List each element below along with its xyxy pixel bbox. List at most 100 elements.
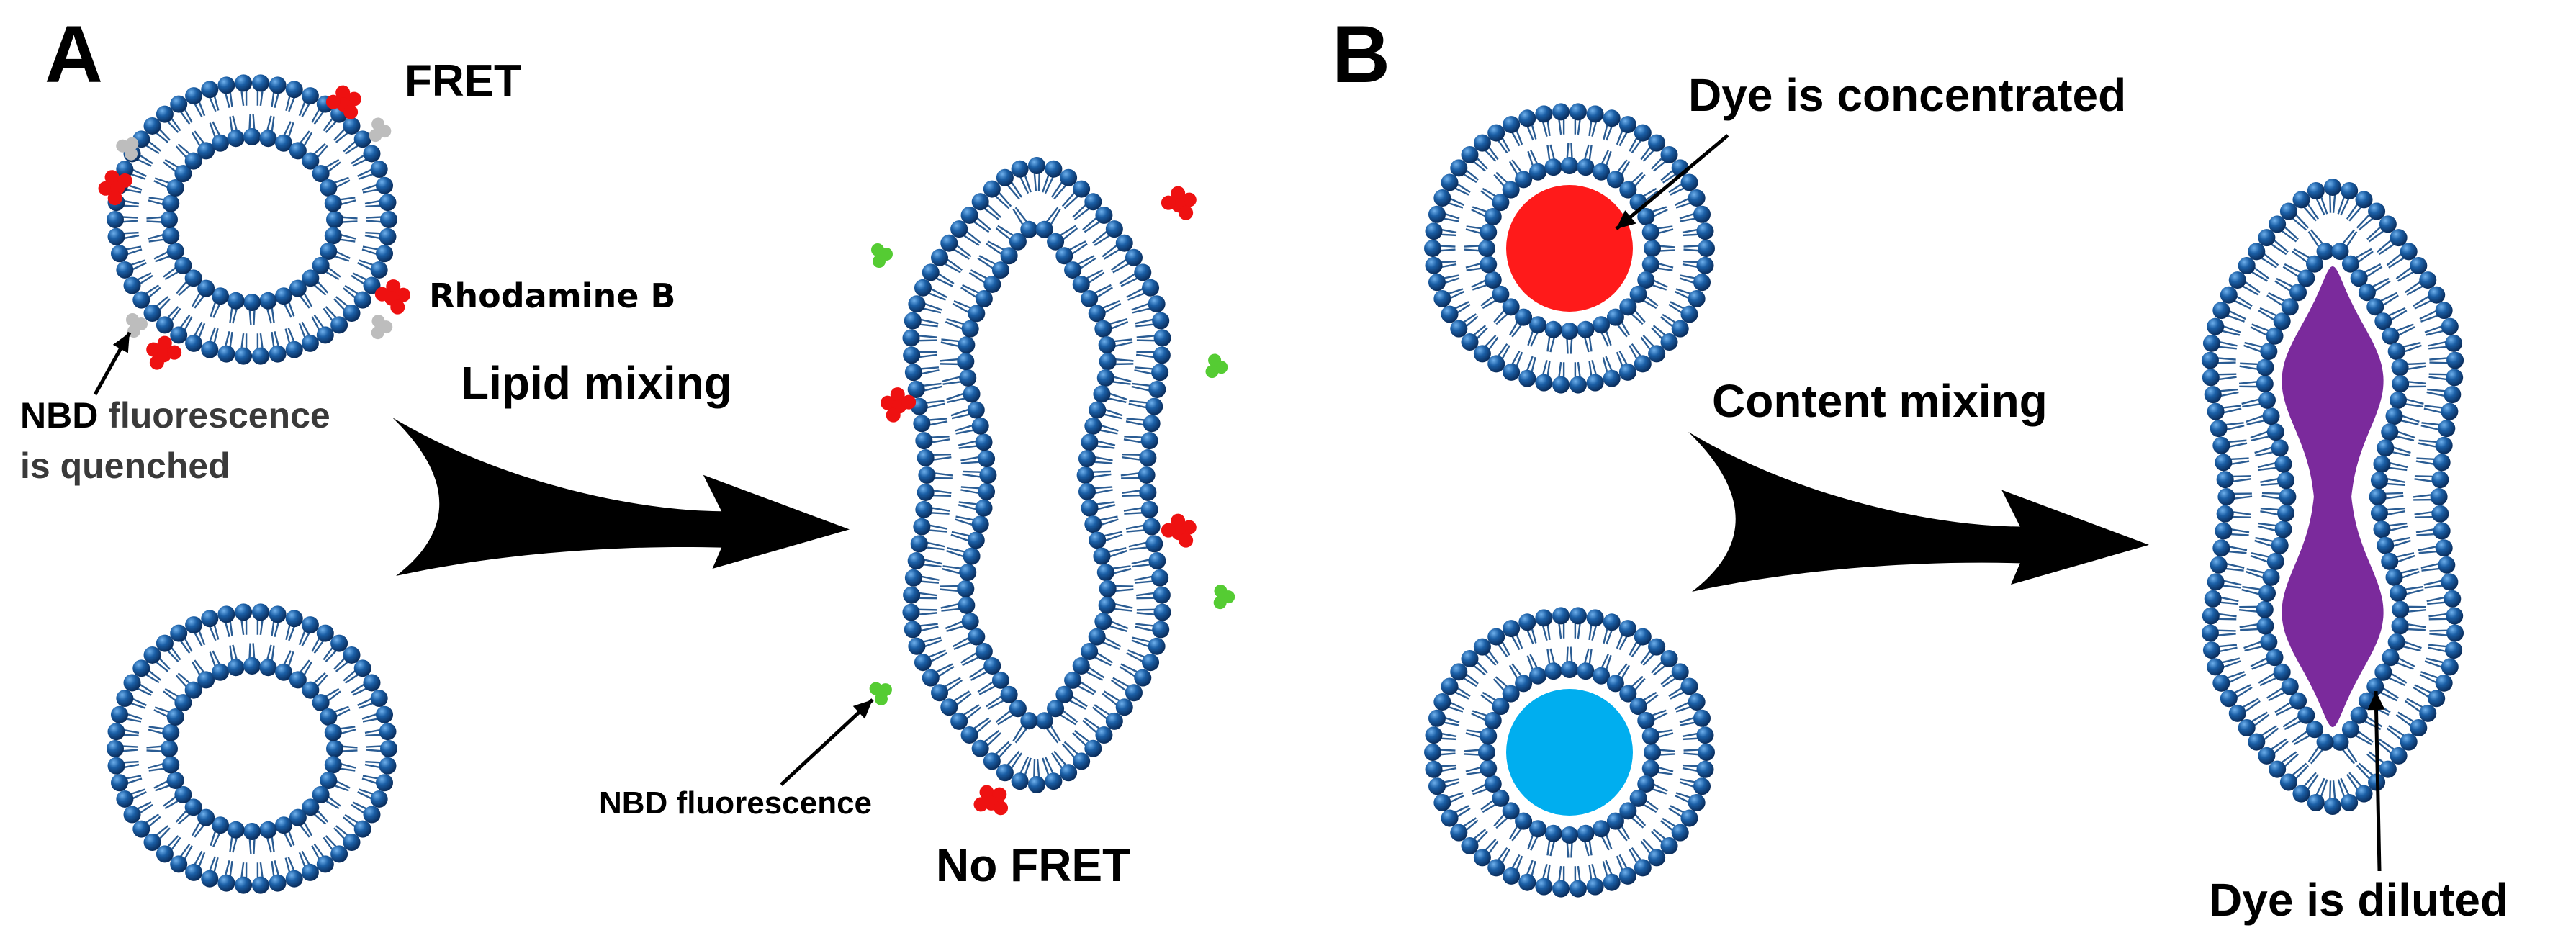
lipid-head bbox=[353, 291, 371, 309]
dye-diluted-pointer bbox=[2374, 690, 2382, 872]
lipid-head bbox=[2387, 343, 2405, 361]
lipid-head bbox=[2377, 536, 2395, 554]
lipid-head bbox=[914, 279, 932, 297]
lipid-head bbox=[2202, 369, 2220, 387]
lipid-head bbox=[1502, 181, 1520, 199]
lipid-head bbox=[1593, 820, 1611, 838]
vesicle-unlabeled-bottom bbox=[107, 603, 397, 894]
nbd-fluorescent-probe bbox=[1205, 353, 1228, 379]
lipid-head bbox=[1487, 124, 1505, 142]
lipid-head bbox=[1473, 134, 1491, 152]
lipid-head bbox=[1450, 159, 1468, 177]
lipid-head bbox=[1696, 726, 1714, 744]
lipid-head bbox=[1648, 638, 1666, 656]
lipid-head bbox=[201, 610, 219, 628]
lipid-head bbox=[1503, 363, 1521, 381]
lipid-head bbox=[1450, 824, 1468, 842]
lipid-head bbox=[1461, 333, 1479, 351]
lipid-head bbox=[2204, 590, 2222, 608]
lipid-head bbox=[1535, 374, 1553, 392]
lipid-head bbox=[914, 654, 932, 672]
lipid-head bbox=[1088, 305, 1106, 323]
lipid-head bbox=[1047, 233, 1065, 251]
lipid-head bbox=[1428, 777, 1446, 795]
lipid-head bbox=[991, 671, 1009, 689]
lipid-head bbox=[1084, 417, 1102, 435]
lipid-head bbox=[1503, 867, 1521, 885]
lipid-head bbox=[1484, 775, 1502, 793]
nbd-word: NBD bbox=[20, 395, 99, 436]
lipid-head bbox=[1634, 859, 1652, 877]
lipid-head bbox=[1478, 240, 1495, 257]
lipid-head bbox=[2273, 312, 2291, 330]
lipid-head bbox=[915, 500, 933, 518]
lipid-head bbox=[983, 275, 1001, 293]
lipid-head bbox=[1078, 482, 1096, 500]
lipid-head bbox=[2266, 649, 2284, 667]
lipid-head bbox=[2256, 358, 2274, 376]
lipid-head bbox=[1094, 613, 1112, 631]
lipid-head bbox=[1515, 675, 1533, 693]
lipid-head bbox=[2262, 568, 2280, 586]
lipid-mixing-arrow bbox=[392, 418, 850, 576]
lipid-head bbox=[1035, 712, 1053, 730]
lipid-head bbox=[2379, 760, 2397, 778]
lipid-head bbox=[1603, 369, 1621, 387]
lipid-head bbox=[2433, 454, 2451, 472]
lipid-head bbox=[1428, 205, 1446, 223]
lipid-head bbox=[330, 845, 348, 863]
lipid-head bbox=[2355, 785, 2373, 803]
lipid-head bbox=[1064, 671, 1082, 689]
lipid-head bbox=[2444, 590, 2462, 608]
nbd-fluorescent-probe bbox=[1213, 585, 1235, 610]
lipid-head bbox=[1138, 466, 1156, 484]
rhodamine-probe bbox=[98, 170, 132, 206]
lipid-head bbox=[251, 876, 269, 894]
lipid-head bbox=[1145, 397, 1163, 415]
lipid-head bbox=[170, 95, 188, 113]
lipid-head bbox=[379, 227, 397, 245]
lipid-head bbox=[940, 698, 958, 716]
lipid-head bbox=[1569, 103, 1587, 121]
lipid-head bbox=[166, 772, 184, 790]
lipid-head bbox=[1648, 849, 1666, 867]
lipid-head bbox=[2202, 641, 2220, 659]
lipid-head bbox=[312, 165, 330, 183]
lipid-head bbox=[1009, 233, 1027, 251]
lipid-head bbox=[285, 81, 303, 99]
lipid-head bbox=[1634, 628, 1652, 646]
lipid-head bbox=[1153, 586, 1171, 604]
lipid-head bbox=[1593, 163, 1611, 181]
lipid-head bbox=[968, 628, 986, 646]
lipid-head bbox=[1696, 222, 1714, 240]
nbd-fluorescence-pointer bbox=[780, 698, 874, 786]
lipid-head bbox=[185, 87, 203, 105]
lipid-head bbox=[1081, 289, 1099, 307]
lipid-head bbox=[2350, 269, 2368, 287]
nbd-quenched-pointer-head bbox=[112, 333, 130, 353]
lipid-head bbox=[1603, 109, 1621, 127]
lipid-head bbox=[902, 329, 920, 347]
lipid-head bbox=[2274, 455, 2292, 473]
lipid-head bbox=[289, 142, 307, 160]
lipid-head bbox=[2366, 677, 2384, 695]
dye-concentrated-pointer-head bbox=[1616, 210, 1636, 229]
lipid-head bbox=[975, 643, 993, 661]
lipid-head bbox=[201, 81, 219, 99]
lipid-head bbox=[1644, 744, 1661, 761]
lipid-head bbox=[963, 547, 981, 565]
lipid-head bbox=[1073, 752, 1091, 770]
lipid-head bbox=[1603, 873, 1621, 891]
lipid-head bbox=[922, 669, 940, 687]
lipid-head bbox=[2381, 552, 2399, 570]
lipid-head bbox=[330, 316, 348, 334]
lipid-head bbox=[2392, 600, 2410, 618]
lipid-head bbox=[1045, 160, 1063, 178]
lipid-head bbox=[931, 684, 949, 702]
lipid-head bbox=[2382, 327, 2400, 345]
lipid-head bbox=[950, 712, 968, 730]
lipid-head bbox=[1125, 684, 1143, 702]
lipid-head bbox=[1618, 363, 1636, 381]
lipid-head bbox=[1099, 353, 1117, 371]
lipid-head bbox=[2202, 607, 2220, 625]
